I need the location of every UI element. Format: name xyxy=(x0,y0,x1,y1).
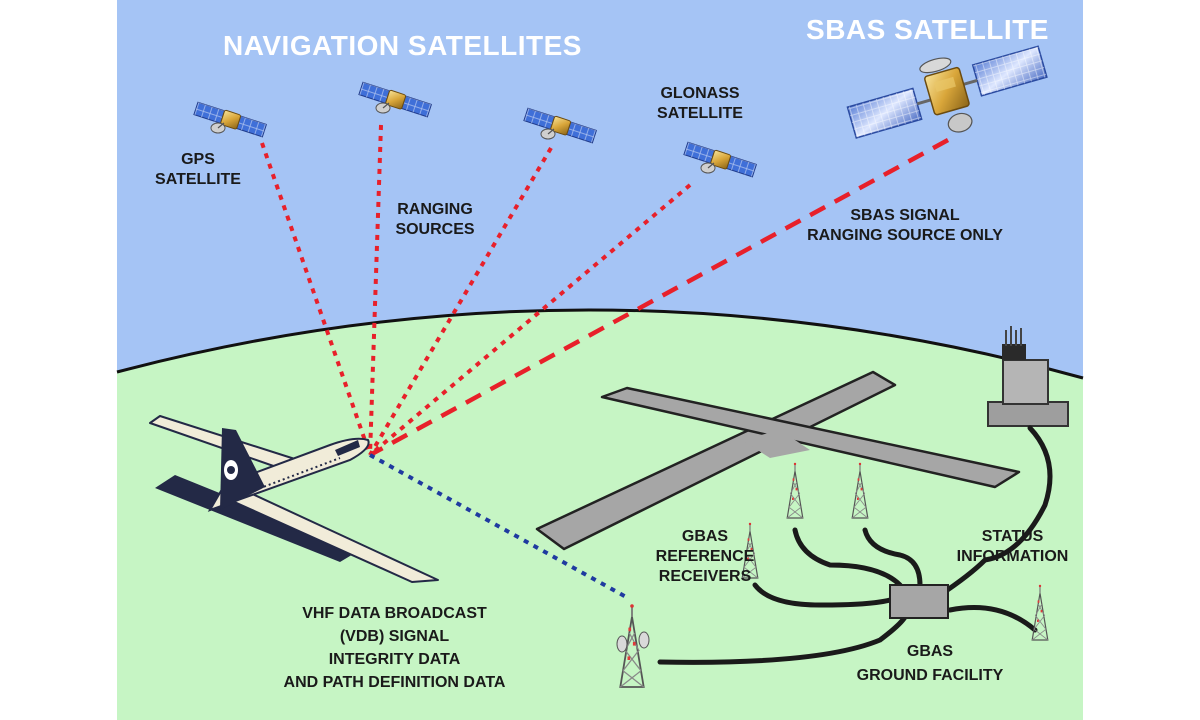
glonass-signal-line xyxy=(368,183,692,457)
navigation-satellites-heading: NAVIGATION SATELLITES xyxy=(223,30,582,61)
gps-signal-line xyxy=(260,142,372,456)
ranging-signals xyxy=(260,124,692,457)
receiver-cable-1 xyxy=(792,527,903,588)
ranging-signal-line-1 xyxy=(368,124,383,456)
status-cable xyxy=(937,425,1053,598)
cables xyxy=(657,425,1053,665)
receiver-cable-3 xyxy=(752,582,893,608)
receiver-cable-2 xyxy=(862,527,923,588)
ground-facility-box-icon xyxy=(889,584,949,619)
sbas-satellite-icon xyxy=(846,45,1048,139)
sbas-satellite-heading: SBAS SATELLITE xyxy=(806,14,1049,45)
vdb-antenna-tower-icon xyxy=(616,603,650,688)
aircraft-icon xyxy=(149,415,439,583)
ranging-signal-line-2 xyxy=(368,146,553,457)
vdb-cable xyxy=(657,614,908,665)
sbas-signal-line xyxy=(368,138,950,457)
runway-icon xyxy=(535,370,1021,551)
receiver-cable-4 xyxy=(947,605,1038,633)
vdb-signal-line xyxy=(369,453,629,600)
control-tower-icon xyxy=(987,326,1069,427)
horizon-line xyxy=(116,308,1084,380)
